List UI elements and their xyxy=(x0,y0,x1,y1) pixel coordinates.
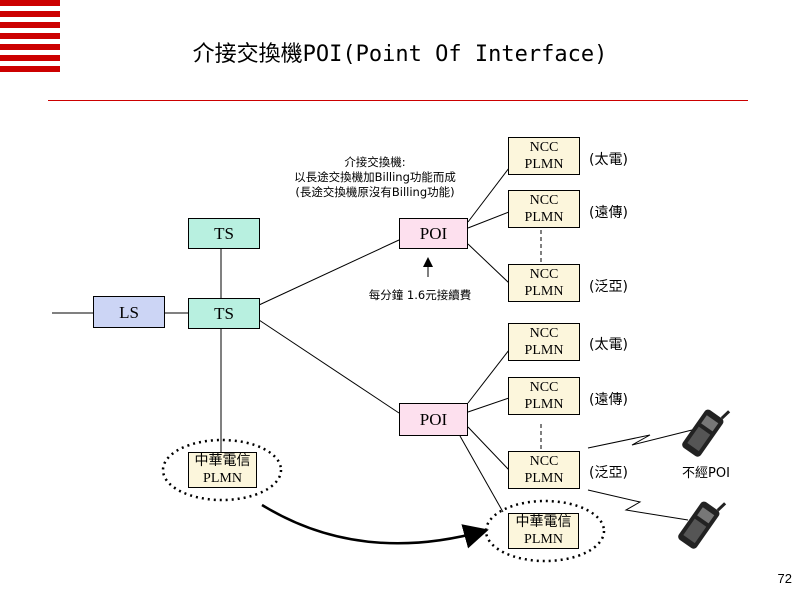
mobile-phone-icon xyxy=(678,501,727,549)
ncc-line2: PLMN xyxy=(524,210,564,225)
ts-top-node: TS xyxy=(188,218,260,249)
ts-main-node: TS xyxy=(188,298,260,329)
carrier-label: (泛亞) xyxy=(589,465,628,481)
ncc-line1: NCC xyxy=(529,140,559,155)
ncc-line2: PLMN xyxy=(524,343,564,358)
poi-top-label: POI xyxy=(419,224,448,243)
cht-right-node: 中華電信 PLMN xyxy=(508,513,579,549)
cht-migration-arrow xyxy=(261,503,489,549)
no-poi-note: 不經POI xyxy=(682,466,730,481)
carrier-label: (泛亞) xyxy=(589,279,628,295)
ts-top-label: TS xyxy=(214,224,234,243)
ncc-line2: PLMN xyxy=(524,471,564,486)
ls-label: LS xyxy=(119,302,139,322)
poi-top-ncc3-line xyxy=(467,243,510,284)
poi-bottom-ncc3-line xyxy=(467,426,510,471)
cht-left-ellipse xyxy=(161,438,283,502)
ncc-node: NCC PLMN xyxy=(508,451,580,489)
carrier-label: (遠傳) xyxy=(589,205,628,221)
page-title: 介接交換機POI(Point Of Interface) xyxy=(192,42,608,67)
poi-bottom-node: POI xyxy=(399,403,468,436)
ts-main-label: TS xyxy=(214,304,234,323)
ncc-line1: NCC xyxy=(529,380,559,395)
cht-left-node: 中華電信 PLMN xyxy=(188,452,257,488)
ncc-line1: NCC xyxy=(529,454,559,469)
ncc-line2: PLMN xyxy=(524,284,564,299)
carrier-label: (太電) xyxy=(589,152,628,168)
cht-right-line1: 中華電信 xyxy=(515,515,572,530)
poi-cht-line xyxy=(459,435,504,513)
cht-right-ellipse xyxy=(484,499,606,563)
title-divider xyxy=(48,100,748,101)
ncc-node: NCC PLMN xyxy=(508,190,580,228)
ts-poi-top-line xyxy=(258,239,400,306)
poi-top-node: POI xyxy=(399,218,468,249)
cht-left-line2: PLMN xyxy=(203,471,242,486)
ncc-line2: PLMN xyxy=(524,397,564,412)
poi-bottom-label: POI xyxy=(419,410,448,429)
poi-description: 介接交換機: 以長途交換機加Billing功能而成 (長途交換機原沒有Billi… xyxy=(275,155,475,200)
poi-top-ncc2-line xyxy=(467,211,510,229)
page-number: 72 xyxy=(777,571,792,586)
cht-left-line1: 中華電信 xyxy=(194,454,251,469)
carrier-label: (遠傳) xyxy=(589,392,628,408)
ncc-line1: NCC xyxy=(529,193,559,208)
lightning-signal-icon xyxy=(587,429,693,449)
ts-poi-bottom-line xyxy=(258,319,400,414)
ncc-node: NCC PLMN xyxy=(508,377,580,415)
poi-description-line: 以長途交換機加Billing功能而成 xyxy=(294,170,456,184)
ncc-line2: PLMN xyxy=(524,157,564,172)
decorative-stripes xyxy=(0,0,60,72)
ls-node: LS xyxy=(93,296,165,328)
poi-description-line: 介接交換機: xyxy=(344,155,406,169)
ncc-node: NCC PLMN xyxy=(508,264,580,302)
ncc-line1: NCC xyxy=(529,267,559,282)
carrier-label: (太電) xyxy=(589,337,628,353)
poi-description-line: (長途交換機原沒有Billing功能) xyxy=(295,185,455,199)
fee-note: 每分鐘 1.6元接續費 xyxy=(368,288,472,302)
poi-bottom-ncc1-line xyxy=(467,349,510,404)
ncc-node: NCC PLMN xyxy=(508,137,580,175)
ncc-node: NCC PLMN xyxy=(508,323,580,361)
mobile-phone-icon xyxy=(682,409,731,457)
poi-top-ncc1-line xyxy=(467,167,510,223)
ncc-line1: NCC xyxy=(529,326,559,341)
poi-bottom-ncc2-line xyxy=(467,397,510,413)
cht-right-line2: PLMN xyxy=(524,532,563,547)
lightning-signal-icon xyxy=(587,489,689,521)
